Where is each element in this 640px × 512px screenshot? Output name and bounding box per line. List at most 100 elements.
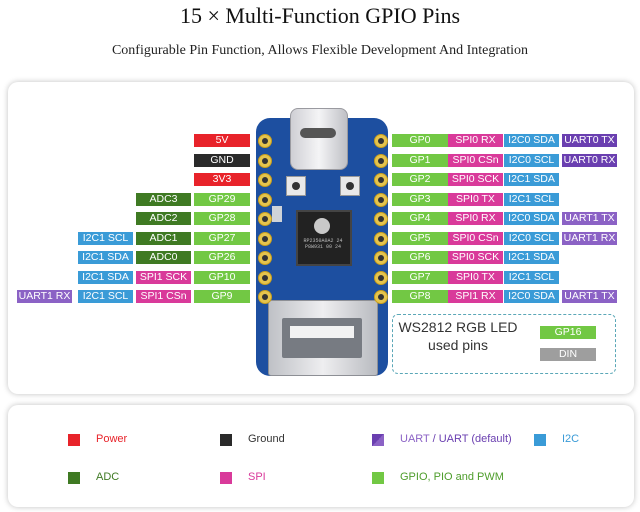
right-pin-label-gp4: GP4: [392, 212, 448, 225]
right-header-pin: [374, 232, 388, 246]
right-alt-label-uartdef: UART0 TX: [562, 134, 617, 147]
legend-label-adc: ADC: [96, 471, 120, 483]
raspberry-logo-icon: [314, 218, 330, 234]
legend-swatch-spi: [220, 472, 232, 484]
right-header-pin: [374, 290, 388, 304]
right-alt-label-spi: SPI0 TX: [448, 193, 503, 206]
left-header-pin: [258, 290, 272, 304]
right-alt-label-i2c: I2C1 SDA: [504, 251, 559, 264]
left-pin-label-gp29: GP29: [194, 193, 250, 206]
reset-button: [340, 176, 360, 196]
usb-c-connector: [290, 108, 348, 170]
board-component: [272, 206, 282, 222]
ws2812-led-caption: WS2812 RGB LED used pins: [398, 318, 518, 354]
left-alt-label-adc: ADC3: [136, 193, 191, 206]
right-alt-label-i2c: I2C0 SCL: [504, 154, 559, 167]
right-alt-label-spi: SPI0 SCK: [448, 251, 503, 264]
left-alt-label-spi: SPI1 SCK: [136, 271, 191, 284]
left-alt-label-uart: UART1 RX: [17, 290, 72, 303]
legend-swatch-power: [68, 434, 80, 446]
left-alt-label-adc: ADC1: [136, 232, 191, 245]
legend-label-uart: UART / UART (default): [400, 433, 512, 445]
legend-swatch-i2c: [534, 434, 546, 446]
right-alt-label-spi: SPI0 RX: [448, 134, 503, 147]
left-alt-label-i2c: I2C1 SCL: [78, 232, 133, 245]
legend-swatch-uart: [372, 434, 384, 446]
right-alt-label-i2c: I2C1 SCL: [504, 193, 559, 206]
rp2350-chip: [296, 210, 352, 266]
right-alt-label-spi: SPI0 RX: [448, 212, 503, 225]
right-header-pin: [374, 212, 388, 226]
right-alt-label-spi: SPI0 SCK: [448, 173, 503, 186]
right-alt-label-spi: SPI0 TX: [448, 271, 503, 284]
right-alt-label-spi: SPI0 CSn: [448, 232, 503, 245]
left-pin-label-5v: 5V: [194, 134, 250, 147]
left-header-pin: [258, 232, 272, 246]
right-alt-label-i2c: I2C0 SDA: [504, 290, 559, 303]
boot-button: [286, 176, 306, 196]
right-alt-label-spi: SPI1 RX: [448, 290, 503, 303]
legend-swatch-gpio: [372, 472, 384, 484]
right-header-pin: [374, 193, 388, 207]
right-pin-label-gp7: GP7: [392, 271, 448, 284]
led-line2: used pins: [428, 337, 488, 353]
right-pin-label-gp6: GP6: [392, 251, 448, 264]
right-alt-label-uart: UART1 RX: [562, 232, 617, 245]
left-pin-label-gp27: GP27: [194, 232, 250, 245]
right-alt-label-i2c: I2C1 SCL: [504, 271, 559, 284]
left-pin-label-gp28: GP28: [194, 212, 250, 225]
right-alt-label-i2c: I2C0 SDA: [504, 212, 559, 225]
left-header-pin: [258, 271, 272, 285]
right-header-pin: [374, 173, 388, 187]
left-header-pin: [258, 212, 272, 226]
right-header-pin: [374, 154, 388, 168]
right-alt-label-i2c: I2C0 SDA: [504, 134, 559, 147]
right-pin-label-gp8: GP8: [392, 290, 448, 303]
right-pin-label-gp5: GP5: [392, 232, 448, 245]
legend-label-spi: SPI: [248, 471, 266, 483]
right-alt-label-uart: UART1 TX: [562, 212, 617, 225]
left-pin-label-3v3: 3V3: [194, 173, 250, 186]
right-header-pin: [374, 271, 388, 285]
right-pin-label-gp2: GP2: [392, 173, 448, 186]
left-header-pin: [258, 251, 272, 265]
right-alt-label-spi: SPI0 CSn: [448, 154, 503, 167]
left-alt-label-i2c: I2C1 SDA: [78, 271, 133, 284]
page-subtitle: Configurable Pin Function, Allows Flexib…: [111, 43, 529, 58]
right-alt-label-i2c: I2C1 SDA: [504, 173, 559, 186]
right-pin-label-gp1: GP1: [392, 154, 448, 167]
led-line1: WS2812 RGB LED: [398, 319, 518, 335]
left-header-pin: [258, 134, 272, 148]
right-alt-label-i2c: I2C0 SCL: [504, 232, 559, 245]
legend-label-i2c: I2C: [562, 433, 580, 445]
usb-c-port-opening: [300, 128, 336, 138]
left-alt-label-spi: SPI1 CSn: [136, 290, 191, 303]
legend-label-gpio: GPIO, PIO and PWM: [400, 471, 504, 483]
page-title: 15 × Multi-Function GPIO Pins: [179, 3, 461, 28]
led-gpio-label: GP16: [540, 326, 596, 339]
legend-swatch-ground: [220, 434, 232, 446]
led-din-label: DIN: [540, 348, 596, 361]
usb-a-tongue: [290, 326, 354, 338]
left-pin-label-gnd: GND: [194, 154, 250, 167]
ws2812-led-box: [392, 314, 616, 374]
right-pin-label-gp3: GP3: [392, 193, 448, 206]
left-alt-label-adc: ADC2: [136, 212, 191, 225]
left-alt-label-i2c: I2C1 SDA: [78, 251, 133, 264]
left-header-pin: [258, 173, 272, 187]
legend-label-ground: Ground: [248, 433, 285, 445]
left-pin-label-gp26: GP26: [194, 251, 250, 264]
left-pin-label-gp9: GP9: [194, 290, 250, 303]
right-alt-label-uart: UART1 TX: [562, 290, 617, 303]
right-header-pin: [374, 134, 388, 148]
chip-marking: RP2350A0A2 24 P8W931 00 24: [303, 238, 343, 250]
left-alt-label-i2c: I2C1 SCL: [78, 290, 133, 303]
left-pin-label-gp10: GP10: [194, 271, 250, 284]
legend-label-power: Power: [96, 433, 128, 445]
left-alt-label-adc: ADC0: [136, 251, 191, 264]
left-header-pin: [258, 154, 272, 168]
right-header-pin: [374, 251, 388, 265]
right-pin-label-gp0: GP0: [392, 134, 448, 147]
left-header-pin: [258, 193, 272, 207]
legend-swatch-adc: [68, 472, 80, 484]
